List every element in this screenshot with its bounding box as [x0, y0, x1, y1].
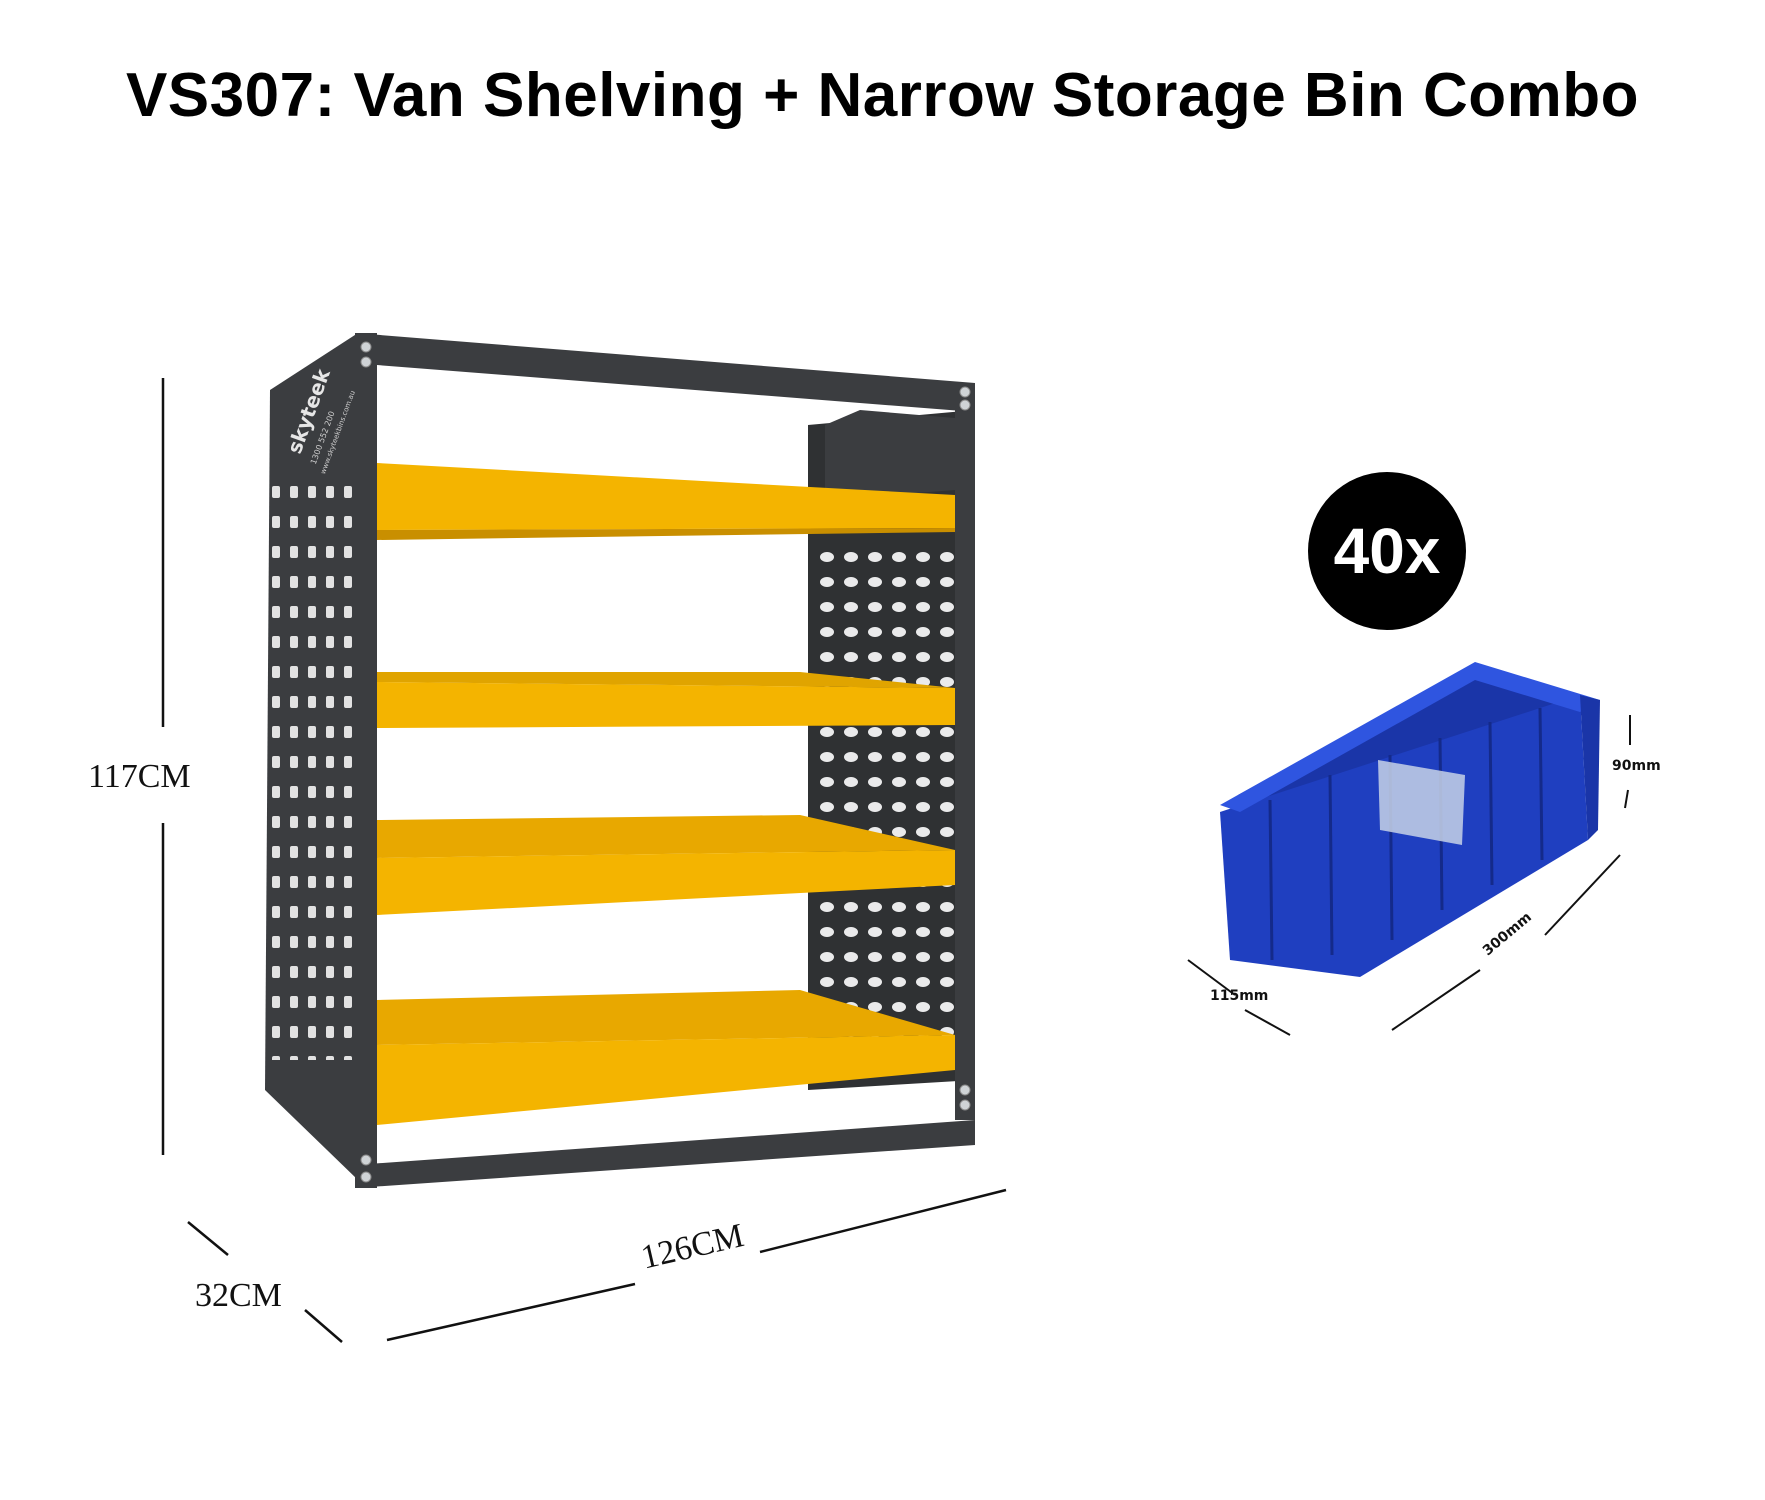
page-title: VS307: Van Shelving + Narrow Storage Bin…: [125, 61, 1640, 130]
bin-front-wall: [1220, 695, 1588, 977]
shelf-1: [377, 463, 955, 540]
storage-bin: [1220, 662, 1600, 977]
back-panel-top: [825, 410, 955, 500]
shelving-height-label: 117CM: [88, 758, 191, 795]
bin-quantity-badge: 40x: [1308, 472, 1466, 630]
bin-rim: [1220, 662, 1600, 812]
frame-right-post: [955, 385, 975, 1120]
frame-left-post: [355, 333, 377, 1188]
shelf-4: [377, 990, 955, 1125]
frame-bottom-rail: [355, 1120, 975, 1188]
shelf-3: [377, 815, 955, 915]
bin-height-label: 90mm: [1612, 758, 1661, 774]
back-panel-perforation: [815, 545, 965, 1060]
left-panel-perforation: [268, 480, 356, 1060]
shelving-dimension-lines: [161, 378, 1007, 1343]
shelf-2: [377, 672, 955, 728]
bin-dimension-lines: [1187, 715, 1631, 1036]
frame-top-rail: [355, 333, 975, 412]
bin-width-label: 115mm: [1210, 988, 1269, 1004]
van-shelving-unit: skyteek 1300 552 200 www.skyteekbins.com…: [265, 333, 975, 1188]
shelving-depth-label: 32CM: [195, 1277, 282, 1314]
frame-bolts: [360, 341, 971, 1183]
bin-divider: [1378, 760, 1465, 845]
